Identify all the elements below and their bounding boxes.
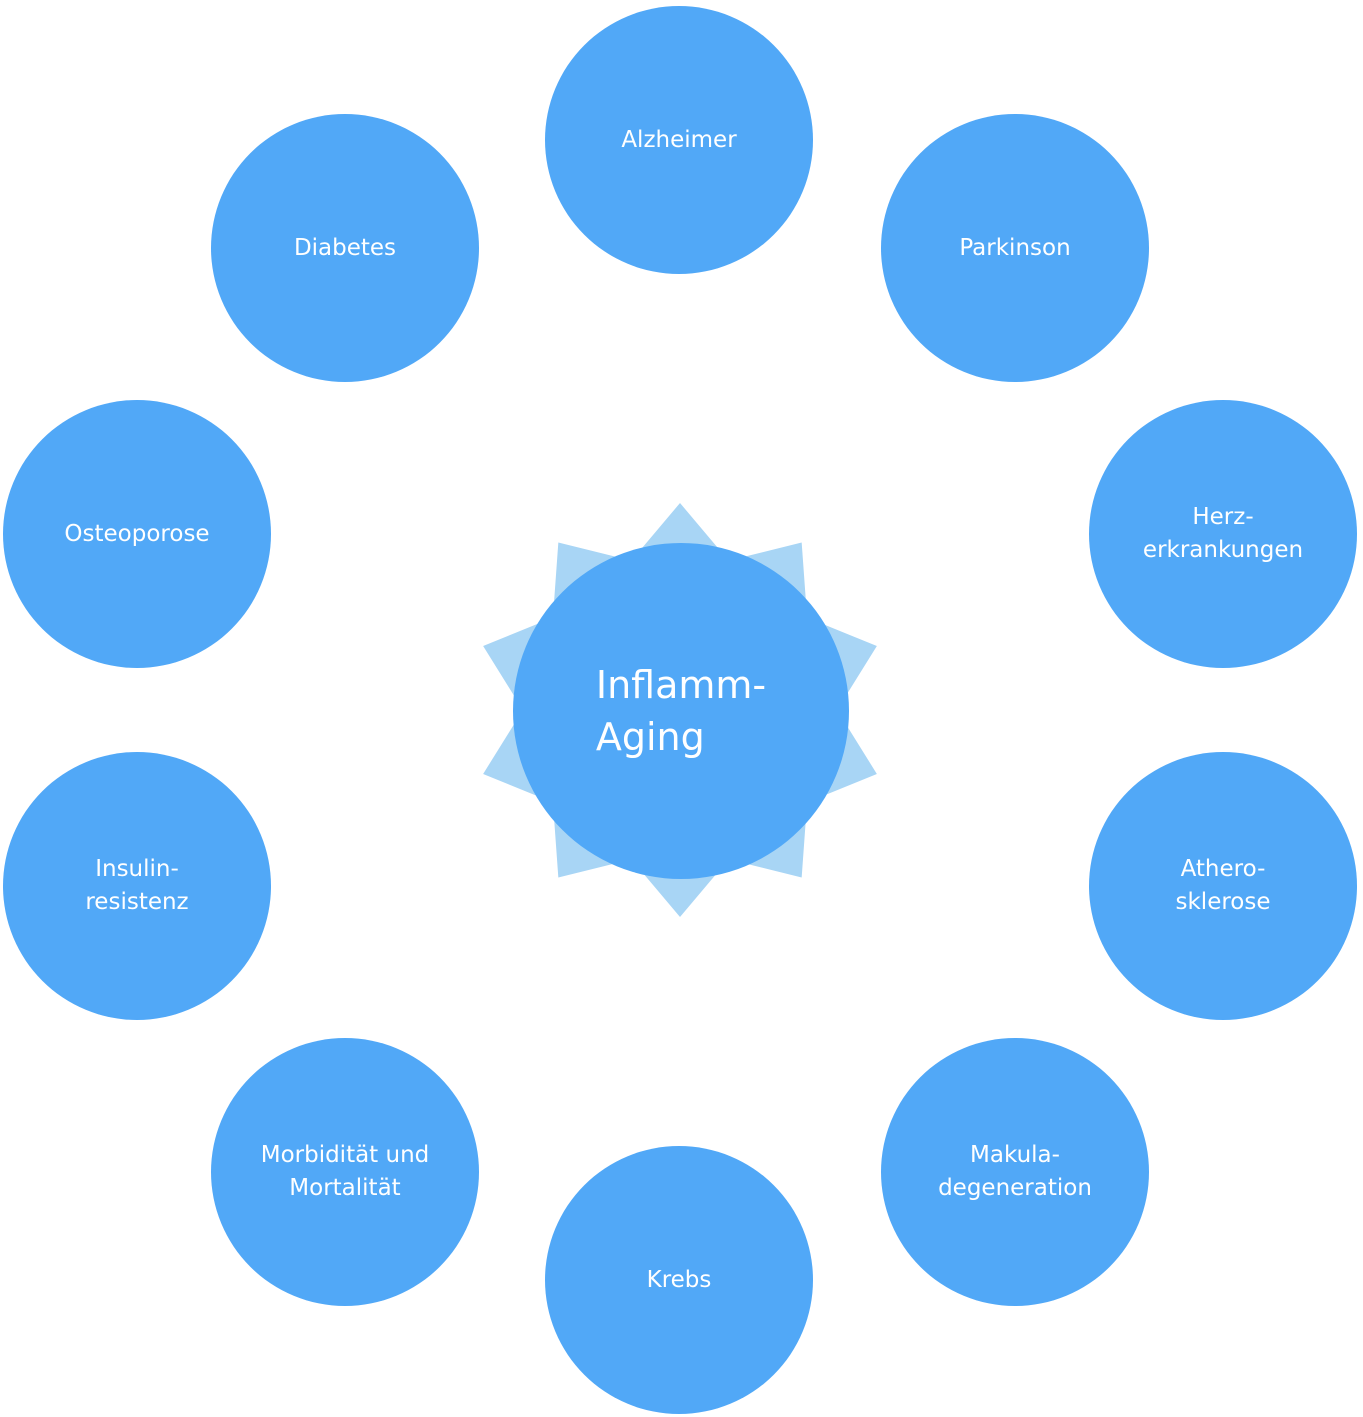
- node-label-alzheimer: Alzheimer: [621, 126, 737, 153]
- node-alzheimer: Alzheimer: [545, 6, 813, 274]
- node-label-diabetes: Diabetes: [293, 234, 397, 261]
- node-parkinson: Parkinson: [881, 114, 1149, 382]
- node-label-osteoporose: Osteoporose: [64, 520, 210, 547]
- center-node-label: Inflamm- Aging: [595, 663, 767, 759]
- node-label-atherosklerose: Athero- sklerose: [1175, 856, 1271, 915]
- node-label-parkinson: Parkinson: [959, 234, 1071, 261]
- node-diabetes: Diabetes: [211, 114, 479, 382]
- node-osteoporose: Osteoporose: [3, 400, 271, 668]
- node-label-herzerkrankungen: Herz- erkrankungen: [1142, 504, 1304, 563]
- node-makuladegeneration: Makula- degeneration: [881, 1038, 1149, 1306]
- node-label-krebs: Krebs: [646, 1266, 712, 1293]
- node-atherosklerose: Athero- sklerose: [1089, 752, 1357, 1020]
- node-label-makuladegeneration: Makula- degeneration: [938, 1142, 1092, 1201]
- node-herzerkrankungen: Herz- erkrankungen: [1089, 400, 1357, 668]
- node-morbiditaet-mortalitaet: Morbidität und Mortalität: [211, 1038, 479, 1306]
- node-insulinresistenz: Insulin- resistenz: [3, 752, 271, 1020]
- center-node-inflamm-aging: Inflamm- Aging: [513, 543, 849, 879]
- node-label-morbiditaet-mortalitaet: Morbidität und Mortalität: [260, 1142, 430, 1201]
- node-label-insulinresistenz: Insulin- resistenz: [85, 856, 189, 915]
- node-krebs: Krebs: [545, 1146, 813, 1414]
